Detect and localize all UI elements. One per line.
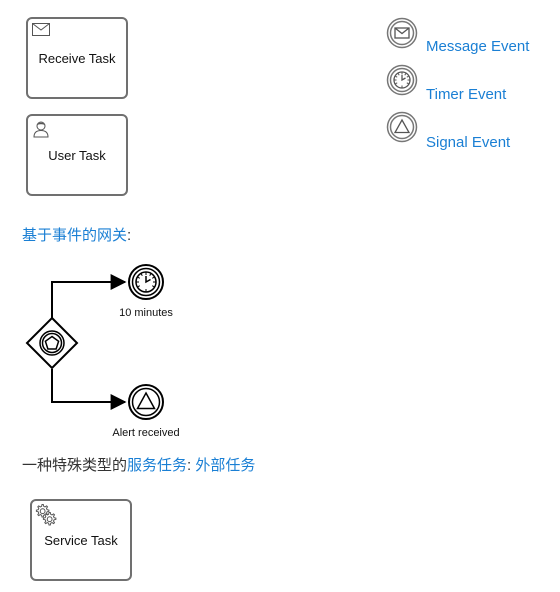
- external-task-caption: 一种特殊类型的服务任务: 外部任务: [22, 454, 255, 475]
- message-event-icon: [386, 17, 418, 49]
- external-task-separator: :: [187, 457, 196, 474]
- user-icon: [32, 120, 50, 138]
- event-based-gateway-link[interactable]: 基于事件的网关: [22, 227, 128, 244]
- message-event-link[interactable]: Message Event: [426, 38, 530, 55]
- envelope-icon: [32, 23, 50, 36]
- gear-icon: [34, 503, 58, 527]
- service-task-label: Service Task: [44, 533, 118, 548]
- service-task[interactable]: Service Task: [30, 499, 132, 581]
- signal-branch-label: Alert received: [112, 427, 180, 439]
- gateway-heading: 基于事件的网关:: [22, 224, 131, 245]
- timer-branch-label: 10 minutes: [119, 307, 173, 319]
- receive-task[interactable]: Receive Task: [26, 17, 128, 99]
- flow-lower: [51, 369, 127, 410]
- timer-event-icon: [386, 64, 418, 96]
- user-task-label: User Task: [48, 148, 106, 163]
- service-task-link[interactable]: 服务任务: [127, 457, 188, 474]
- gateway-signal-event-icon: [128, 384, 164, 420]
- external-task-link[interactable]: 外部任务: [195, 457, 256, 474]
- gateway-heading-suffix: :: [127, 227, 132, 244]
- event-based-gateway-icon: [25, 316, 79, 370]
- external-task-prefix: 一种特殊类型的: [22, 457, 128, 474]
- gateway-timer-event-icon: [128, 264, 164, 300]
- timer-event-link[interactable]: Timer Event: [426, 86, 507, 103]
- signal-event-link[interactable]: Signal Event: [426, 134, 511, 151]
- user-task[interactable]: User Task: [26, 114, 128, 196]
- receive-task-label: Receive Task: [38, 51, 116, 66]
- signal-event-icon: [386, 111, 418, 143]
